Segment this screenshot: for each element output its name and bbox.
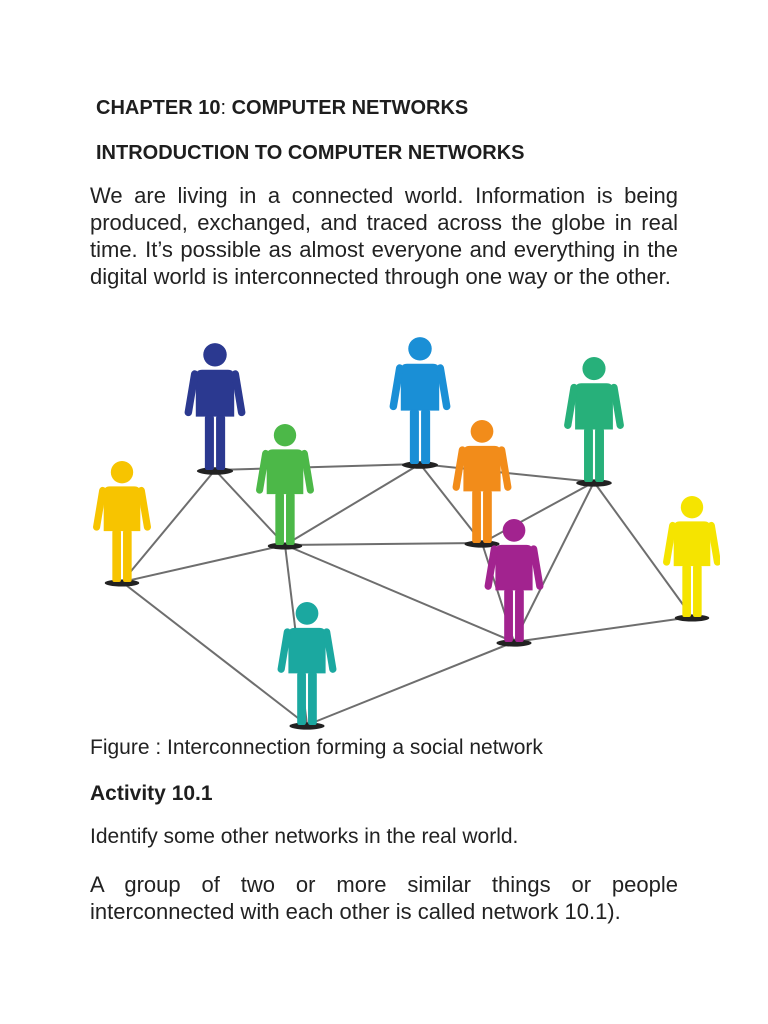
network-link-navy-blue — [214, 463, 421, 471]
social-network-figure — [80, 330, 720, 730]
person-icon-teal — [277, 602, 337, 730]
section-heading: INTRODUCTION TO COMPUTER NETWORKS — [96, 142, 525, 164]
person-icon-green — [256, 424, 314, 550]
network-link-yellow-left-navy — [121, 469, 216, 583]
network-link-green-orange — [284, 542, 483, 546]
chapter-heading: CHAPTER 10: COMPUTER NETWORKS — [96, 96, 468, 120]
network-link-orange-green-right — [481, 481, 595, 544]
network-link-green-blue — [284, 463, 421, 546]
chapter-separator: : — [220, 97, 227, 119]
person-icon-yellow-left — [93, 461, 151, 587]
chapter-title: COMPUTER NETWORKS — [226, 97, 469, 119]
network-link-purple-yellow-right — [513, 616, 693, 643]
network-link-green-right-yellow-right — [593, 481, 693, 618]
activity-prompt: Identify some other networks in the real… — [90, 825, 519, 848]
network-link-navy-green — [214, 469, 286, 546]
chapter-label: CHAPTER 10 — [96, 97, 221, 119]
intro-paragraph: We are living in a connected world. Info… — [90, 183, 678, 289]
network-links — [121, 463, 693, 726]
person-icon-yellow-right — [663, 496, 720, 622]
network-definition: A group of two or more similar things or… — [90, 872, 678, 924]
network-illustration — [93, 337, 720, 730]
person-icon-blue — [389, 337, 451, 469]
person-icon-purple — [484, 519, 544, 647]
activity-title: Activity 10.1 — [90, 782, 213, 805]
person-icon-navy — [184, 343, 246, 475]
figure-caption: Figure : Interconnection forming a socia… — [90, 736, 543, 759]
network-link-green-purple — [284, 544, 515, 643]
network-link-purple-green-right — [513, 481, 595, 643]
person-icon-orange — [452, 420, 512, 548]
network-link-yellow-left-green — [121, 544, 286, 583]
network-link-blue-orange — [419, 463, 483, 544]
network-people — [93, 337, 720, 730]
network-link-purple-teal — [306, 641, 515, 726]
network-link-yellow-left-teal — [121, 581, 308, 726]
person-icon-green-right — [564, 357, 624, 487]
